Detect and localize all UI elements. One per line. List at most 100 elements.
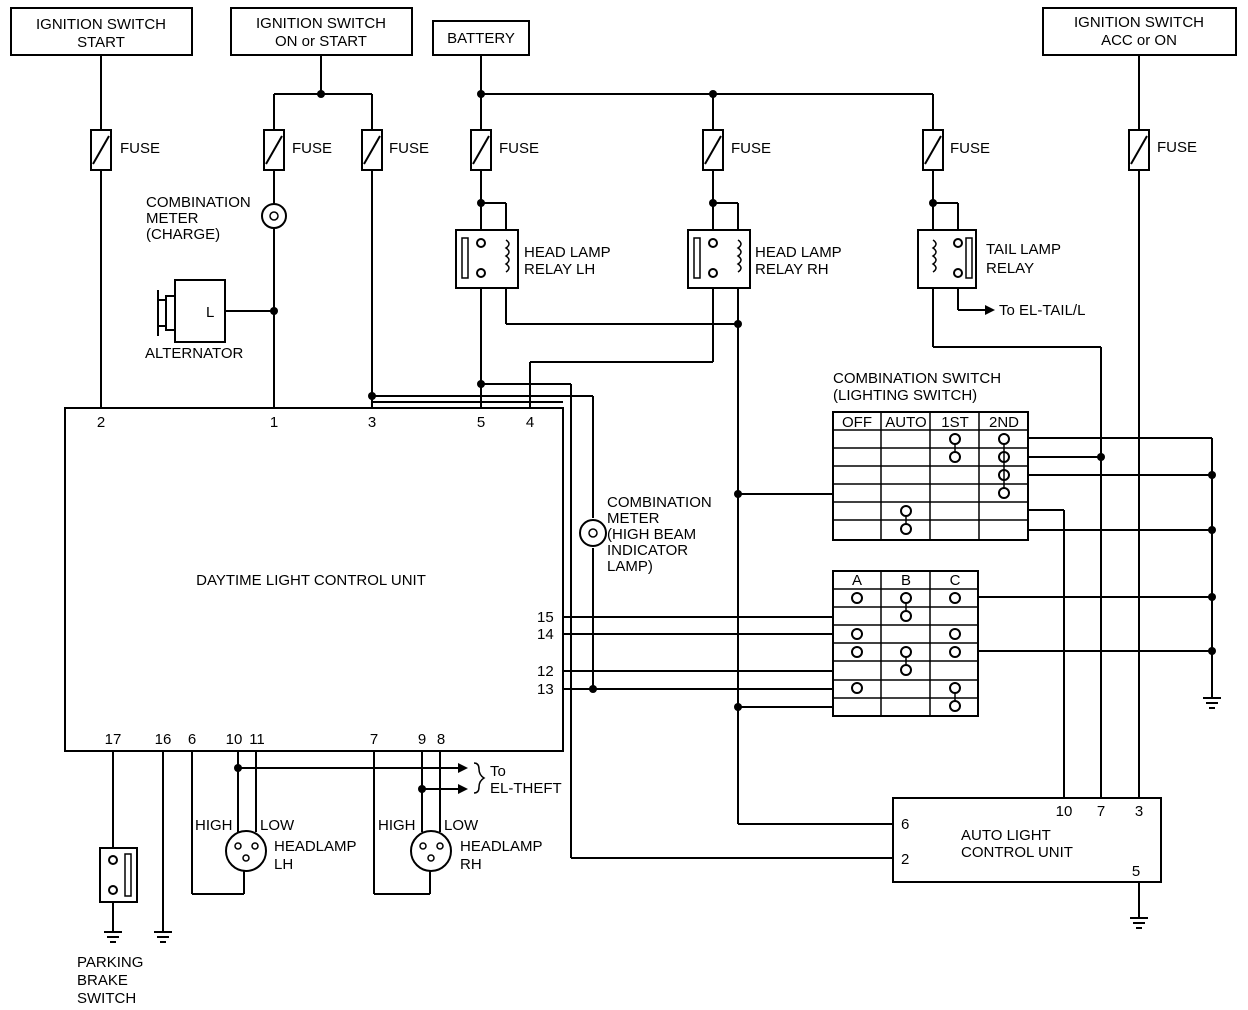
headlamp-rh-high: HIGH [378,817,416,834]
ground-icon [154,931,172,943]
ground-icon [1203,697,1221,709]
alternator-label: ALTERNATOR [145,345,244,362]
to-el-theft: To EL-THEFT [458,762,562,797]
wires [100,55,1213,932]
meter-charge-line2: METER [146,210,199,227]
pin-3: 3 [368,414,376,431]
parking-brake-switch: PARKING BRAKE SWITCH [77,847,143,1007]
headlamp-rh-low: LOW [444,817,479,834]
fuse-battery-2-label: FUSE [731,140,771,157]
pin-4: 4 [526,414,534,431]
comb-switch-title1: COMBINATION SWITCH [833,370,1001,387]
pin-8: 8 [437,731,445,748]
source-ignition-start-line2: START [77,34,125,51]
to-el-tail: To EL-TAIL/L [985,302,1085,319]
daytime-unit-label: DAYTIME LIGHT CONTROL UNIT [196,572,426,589]
auto-pin-3: 3 [1135,803,1143,820]
beam-pos-a: A [852,572,862,589]
source-ignition-acc-on-line2: ACC or ON [1101,32,1177,49]
headlamp-lh-low: LOW [260,817,295,834]
meter-hb-line2: METER [607,510,660,527]
el-theft-line2: EL-THEFT [490,780,562,797]
comb-switch-title2: (LIGHTING SWITCH) [833,387,977,404]
switch-contacts-lower [851,592,961,712]
parking-brake-line3: SWITCH [77,990,136,1007]
headlamp-rh-label1: HEADLAMP [460,838,543,855]
to-el-tail-label: To EL-TAIL/L [999,302,1085,319]
beam-pos-b: B [901,572,911,589]
combination-meter-high-beam: COMBINATION METER (HIGH BEAM INDICATOR L… [579,494,712,575]
source-battery-label: BATTERY [447,30,515,47]
pin-17: 17 [105,731,122,748]
fuses: FUSE FUSE FUSE FUSE FUSE FUSE FUSE [90,129,1197,171]
headlamp-lh-label1: HEADLAMP [274,838,357,855]
headlamp-lh: HIGH LOW HEADLAMP LH [195,817,357,873]
fuse-ign-on-2-label: FUSE [389,140,429,157]
fuse-ign-on-1-label: FUSE [292,140,332,157]
fuse-ign-acc-label: FUSE [1157,139,1197,156]
pin-6: 6 [188,731,196,748]
pin-14: 14 [537,626,554,643]
ground-icon [104,931,122,943]
meter-hb-line5: LAMP) [607,558,653,575]
meter-charge-line3: (CHARGE) [146,226,220,243]
auto-unit-line1: AUTO LIGHT [961,827,1051,844]
auto-unit-line2: CONTROL UNIT [961,844,1073,861]
combination-switch: COMBINATION SWITCH (LIGHTING SWITCH) OFF… [832,370,1029,717]
pin-13: 13 [537,681,554,698]
el-theft-line1: To [490,763,506,780]
pin-2: 2 [97,414,105,431]
meter-hb-line3: (HIGH BEAM [607,526,696,543]
switch-pos-1st: 1ST [941,414,969,431]
fuse-ign-on-2: FUSE [361,129,429,171]
auto-pin-2: 2 [901,851,909,868]
pin-15: 15 [537,609,554,626]
auto-pin-7: 7 [1097,803,1105,820]
pin-1: 1 [270,414,278,431]
headlamp-lh-high: HIGH [195,817,233,834]
relay-lh-line1: HEAD LAMP [524,244,611,261]
tail-lamp-relay: TAIL LAMP RELAY [917,229,1061,289]
pin-12: 12 [537,663,554,680]
arrow-right-icon [458,763,468,773]
switch-pos-2nd: 2ND [989,414,1019,431]
parking-brake-line1: PARKING [77,954,143,971]
meter-charge-line1: COMBINATION [146,194,251,211]
fuse-ign-acc: FUSE [1128,129,1197,171]
junction-dots [234,90,1216,793]
source-ignition-on-start-line1: IGNITION SWITCH [256,15,386,32]
daytime-light-control-unit: DAYTIME LIGHT CONTROL UNIT 2 1 3 5 4 15 … [64,407,564,752]
pin-9: 9 [418,731,426,748]
beam-pos-c: C [950,572,961,589]
fuse-battery-2: FUSE [702,129,771,171]
auto-light-control-unit: AUTO LIGHT CONTROL UNIT 10 7 3 6 2 5 [892,797,1162,883]
combination-meter-charge: COMBINATION METER (CHARGE) [146,194,287,243]
source-ignition-start: IGNITION SWITCH START [10,7,193,56]
fuse-battery-1: FUSE [470,129,539,171]
arrow-right-icon [985,305,995,315]
source-ignition-on-start: IGNITION SWITCH ON or START [230,7,413,56]
switch-pos-auto: AUTO [885,414,926,431]
switch-contacts-upper [900,433,1010,535]
source-battery: BATTERY [432,20,530,56]
fuse-battery-3: FUSE [922,129,990,171]
fuse-ign-on-1: FUSE [263,129,332,171]
auto-pin-5: 5 [1132,863,1140,880]
auto-pin-10: 10 [1056,803,1073,820]
relay-rh-line1: HEAD LAMP [755,244,842,261]
switch-pos-off: OFF [842,414,872,431]
tail-relay-line1: TAIL LAMP [986,241,1061,258]
head-lamp-relay-lh: HEAD LAMP RELAY LH [455,229,611,289]
parking-brake-line2: BRAKE [77,972,128,989]
meter-hb-line1: COMBINATION [607,494,712,511]
head-lamp-relay-rh: HEAD LAMP RELAY RH [687,229,842,289]
fuse-battery-1-label: FUSE [499,140,539,157]
fuse-ign-start: FUSE [90,129,160,171]
alternator-terminal: L [206,304,214,321]
pin-10: 10 [226,731,243,748]
arrow-right-icon [458,784,468,794]
pin-7: 7 [370,731,378,748]
fuse-battery-3-label: FUSE [950,140,990,157]
pin-11: 11 [249,731,265,748]
